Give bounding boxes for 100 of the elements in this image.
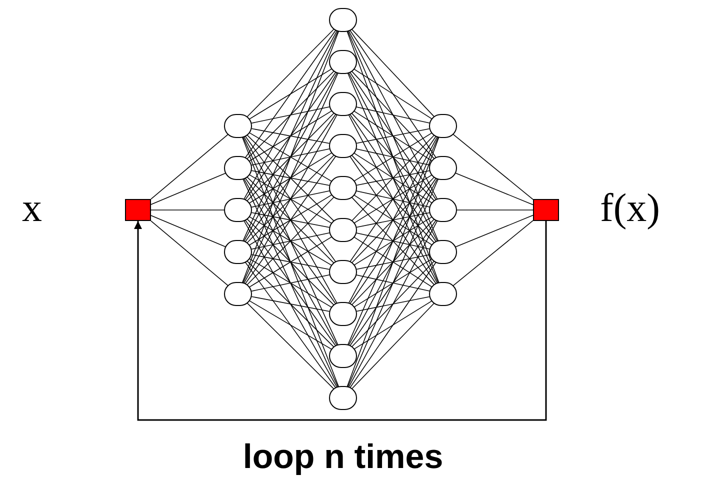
connection-line: [350, 30, 436, 158]
connection-line: [350, 220, 436, 346]
connection-line: [348, 178, 438, 388]
connection-line: [251, 254, 330, 270]
connection-line: [352, 218, 434, 306]
connection-line: [455, 214, 534, 248]
connection-line: [356, 190, 430, 208]
connection-line: [356, 274, 430, 292]
connection-line: [244, 30, 338, 200]
connection-line: [249, 216, 332, 266]
connection-line: [244, 262, 336, 388]
connection-line: [354, 68, 432, 120]
connection-line: [246, 28, 334, 118]
connection-line: [249, 258, 332, 308]
connection-line: [348, 114, 438, 284]
connection-line: [244, 178, 336, 304]
connection-line: [246, 176, 334, 264]
connection-line: [244, 72, 338, 242]
connection-line: [356, 106, 430, 124]
connection-line: [348, 178, 438, 346]
connection-line: [346, 137, 440, 387]
connection-line: [455, 172, 534, 206]
connection-line: [356, 212, 430, 228]
variable-label: f(x): [600, 188, 660, 228]
variable-label: x: [22, 188, 42, 228]
connection-line: [354, 174, 432, 224]
connection-line: [352, 176, 434, 264]
connection-line: [251, 274, 330, 292]
connection-line: [350, 262, 436, 388]
connection-line: [246, 134, 334, 222]
connection-line: [249, 174, 332, 224]
connection-line: [351, 154, 435, 244]
connection-line: [354, 216, 432, 266]
connection-line: [356, 296, 430, 312]
connection-line: [244, 114, 336, 242]
connection-line: [251, 148, 330, 166]
connection-line: [350, 178, 436, 304]
connection-line: [346, 31, 440, 283]
connection-line: [354, 194, 432, 246]
connection-line: [348, 72, 438, 242]
connection-line: [242, 137, 339, 387]
connection-line: [348, 220, 438, 388]
connection-line: [351, 70, 435, 160]
connection-line: [351, 28, 435, 118]
connection-line: [350, 156, 436, 284]
connection-line: [249, 132, 332, 182]
connection-line: [351, 112, 435, 202]
connection-line: [356, 232, 430, 250]
connection-line: [246, 218, 334, 306]
io-square: [125, 199, 151, 221]
connection-line: [244, 136, 336, 262]
connection-line: [249, 152, 332, 204]
connection-line: [150, 134, 228, 200]
connection-line: [249, 194, 332, 246]
connection-line: [249, 236, 332, 288]
connection-line: [356, 170, 430, 186]
connection-line: [246, 302, 334, 390]
connection-line: [150, 220, 228, 286]
connection-line: [246, 70, 334, 160]
connection-line: [347, 72, 439, 284]
connection-line: [452, 220, 534, 286]
connection-line: [354, 300, 432, 350]
connection-line: [350, 72, 436, 200]
connection-line: [244, 30, 336, 158]
connection-line: [244, 72, 336, 200]
connection-line: [352, 134, 434, 222]
connection-line: [246, 112, 334, 202]
connection-line: [354, 236, 432, 288]
connection-line: [348, 136, 438, 304]
connection-line: [251, 106, 330, 124]
connection-line: [354, 132, 432, 182]
connection-line: [350, 114, 436, 242]
connection-line: [246, 154, 334, 244]
connection-line: [251, 128, 330, 144]
connection-line: [347, 30, 439, 242]
connection-line: [354, 110, 432, 162]
connection-line: [356, 128, 430, 144]
connection-line: [348, 136, 438, 346]
connection-line: [251, 296, 330, 312]
connection-line: [244, 220, 336, 346]
connection-line: [249, 110, 332, 162]
connection-line: [242, 72, 338, 284]
connection-line: [356, 148, 430, 166]
connection-line: [354, 152, 432, 204]
connection-line: [351, 196, 435, 286]
connection-line: [244, 156, 336, 284]
connection-line: [242, 178, 338, 388]
connection-line: [352, 302, 434, 390]
connection-line: [249, 300, 332, 350]
connection-line: [251, 190, 330, 208]
connection-line: [246, 260, 334, 348]
connection-line: [249, 68, 332, 120]
connection-line: [251, 212, 330, 228]
connection-line: [251, 170, 330, 186]
connection-line: [150, 215, 226, 248]
connection-line: [244, 220, 338, 388]
connection-line: [356, 254, 430, 270]
connection-line: [242, 30, 338, 242]
connection-line: [242, 31, 340, 283]
connection-line: [244, 114, 338, 284]
